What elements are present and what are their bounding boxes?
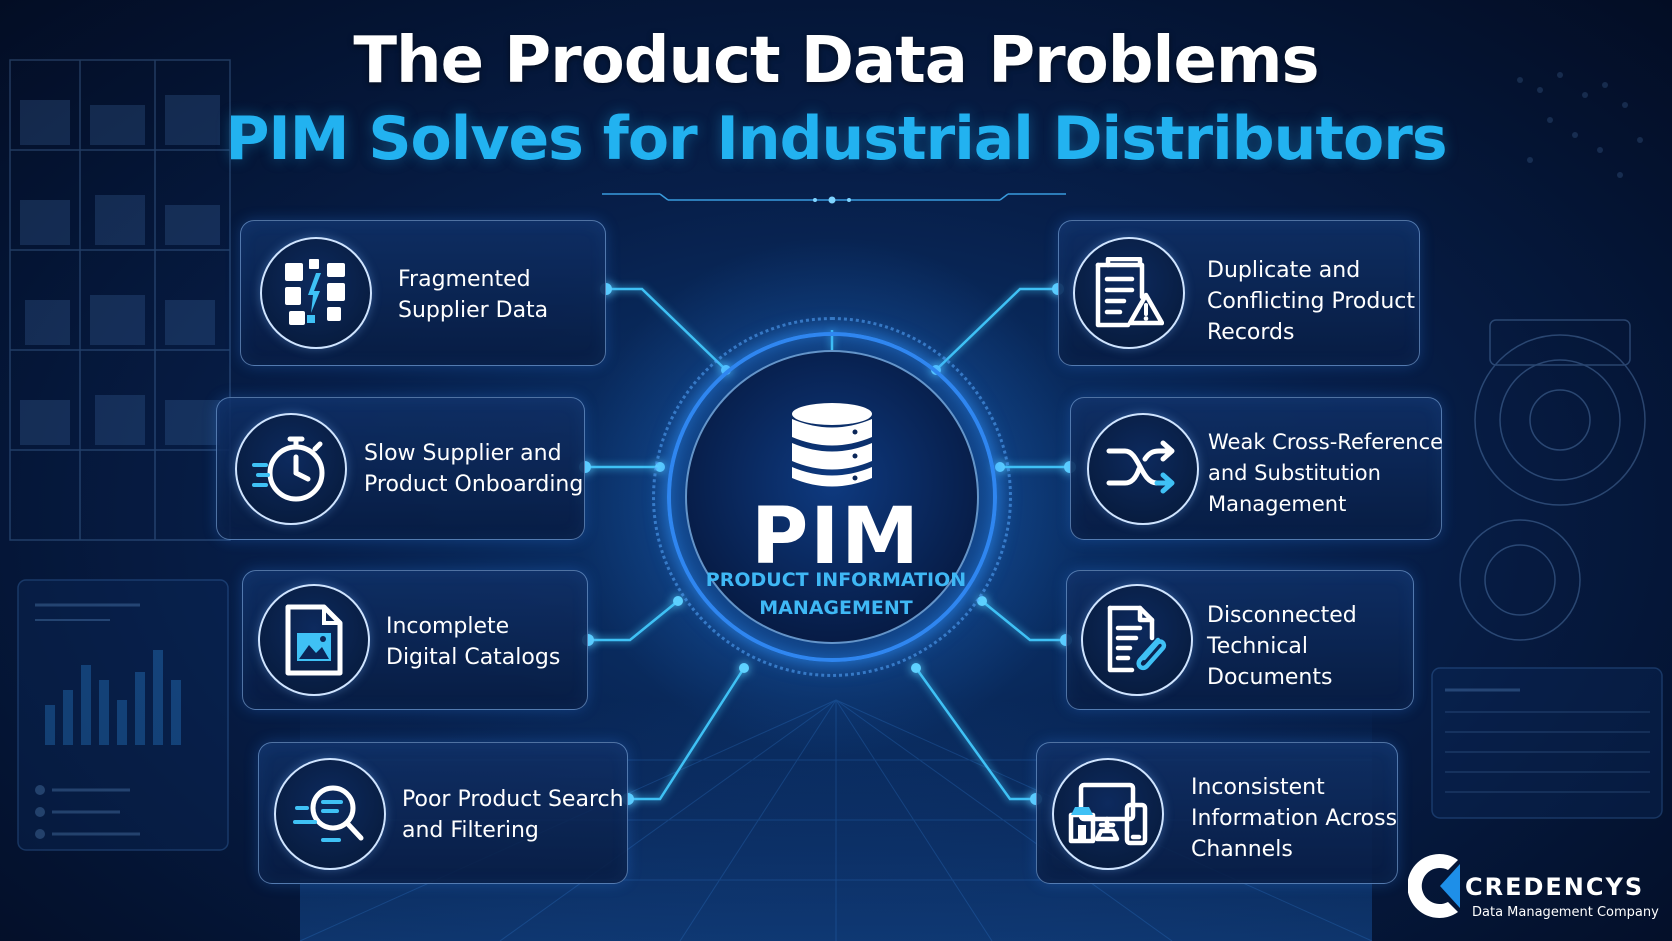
page-title: The Product Data Problems [353,24,1319,98]
fragmented-blocks-icon [285,259,345,325]
hub-middle-ring [667,332,997,662]
stopwatch-icon [252,436,325,502]
connector-duplicate [935,287,1058,371]
database-icon [792,403,872,487]
connector-search [628,667,746,801]
logo-name: CREDENCYS [1465,873,1645,901]
hub-title: PIM [751,492,921,582]
image-document-icon [285,604,343,676]
hub-subtitle-line2: MANAGEMENT [759,597,913,619]
shuffle-arrows-icon [1106,440,1175,494]
hub-outer-ring [652,317,1012,677]
node-dot [911,663,921,673]
hub-inner-circle [685,350,979,644]
icon-circle [260,237,372,349]
icon-circle [1073,237,1185,349]
hub-subtitle-line1: PRODUCT INFORMATION [705,569,967,591]
magnifier-icon [293,785,364,842]
page-subtitle: PIM Solves for Industrial Distributors [225,104,1447,174]
icon-circle [274,758,386,870]
icon-circle [235,413,347,525]
connector-channels [914,667,1036,801]
icon-circle [1052,758,1164,870]
node-dot [739,663,749,673]
multichannel-devices-icon [1068,782,1148,846]
icon-circle [1087,413,1199,525]
logo-tagline: Data Management Company [1472,905,1659,920]
icon-circle [258,584,370,696]
document-warning-icon [1095,257,1164,328]
credencys-c-logo [1408,854,1460,918]
document-attachment-icon [1107,605,1167,673]
connector-fragmented [606,287,727,371]
icon-circle [1081,584,1193,696]
